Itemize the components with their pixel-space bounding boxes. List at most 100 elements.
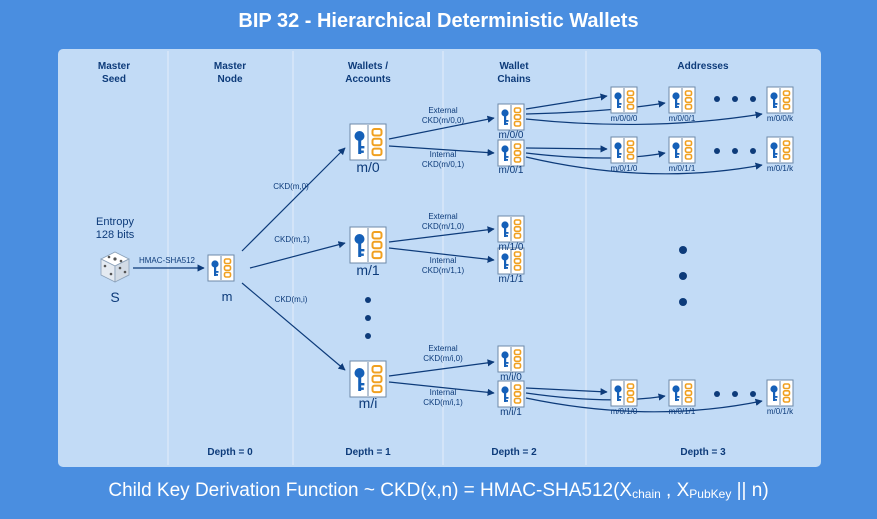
dice-icon <box>100 251 130 283</box>
formula-mid: , X <box>660 480 690 501</box>
m1-internal-label: Internal <box>430 256 457 265</box>
edge-m1-external <box>388 226 495 243</box>
ckd-formula: Child Key Derivation Function ~ CKD(x,n)… <box>0 480 877 502</box>
depth-1-label: Depth = 1 <box>345 447 391 458</box>
formula-main: Child Key Derivation Function ~ CKD(x,n)… <box>108 480 633 501</box>
mi-internal-label: Internal <box>430 388 457 397</box>
column-header-master-node-2: Node <box>218 74 243 85</box>
formula-sub-pubkey: PubKey <box>689 487 732 501</box>
formula-end: || n) <box>731 480 769 501</box>
edge-mi1-addrk <box>525 397 763 413</box>
edge-m00-addrk <box>525 111 763 126</box>
depth-3-label: Depth = 3 <box>680 447 726 458</box>
chain-m00-label: m/0/0 <box>498 130 523 141</box>
account-mi-key-icon <box>349 360 387 398</box>
chain-mi0-key-icon <box>497 345 525 373</box>
account-m1-label: m/1 <box>356 262 380 278</box>
address-1-k-key-icon <box>766 86 794 114</box>
mi-internal-ckd: CKD(m/i,1) <box>423 398 463 407</box>
entropy-bits-label: 128 bits <box>96 229 135 241</box>
address-ellipsis-row3 <box>714 391 756 397</box>
address-3-k-label: m/0/1/k <box>767 407 794 416</box>
column-separators <box>167 51 587 465</box>
column-header-master-node-1: Master <box>214 61 246 72</box>
chain-mi1-key-icon <box>497 380 525 408</box>
account-m0-key-icon <box>349 123 387 161</box>
edge-master-m1 <box>249 241 346 269</box>
m1-internal-ckd: CKD(m/1,1) <box>422 266 465 275</box>
edge-m0-internal <box>388 145 495 157</box>
edge-mi1-addr1 <box>525 392 666 401</box>
address-1-0-key-icon <box>610 86 638 114</box>
address-2-0-key-icon <box>610 136 638 164</box>
account-m1-key-icon <box>349 226 387 264</box>
account-ellipsis <box>365 297 371 339</box>
edge-m01-addrk <box>525 156 763 175</box>
address-1-1-label: m/0/0/1 <box>669 114 696 123</box>
address-2-k-key-icon <box>766 136 794 164</box>
m0-external-label: External <box>428 106 458 115</box>
chain-m10-label: m/1/0 <box>498 242 523 253</box>
entropy-label: Entropy <box>96 216 134 228</box>
edge-mi1-addr0 <box>525 387 608 396</box>
chain-mi0-label: m/i/0 <box>500 372 522 383</box>
ckd-mi-label: CKD(m,i) <box>275 295 308 304</box>
m0-internal-ckd: CKD(m/0,1) <box>422 160 465 169</box>
address-ellipsis-row2 <box>714 148 756 154</box>
chain-m10-key-icon <box>497 215 525 243</box>
chain-m01-label: m/0/1 <box>498 165 523 176</box>
address-1-1-key-icon <box>668 86 696 114</box>
address-2-1-label: m/0/1/1 <box>669 164 696 173</box>
chain-mi1-label: m/i/1 <box>500 407 522 418</box>
m1-external-label: External <box>428 212 458 221</box>
address-2-1-key-icon <box>668 136 696 164</box>
address-1-k-label: m/0/0/k <box>767 114 794 123</box>
ckd-m1-label: CKD(m,1) <box>274 235 310 244</box>
edge-m01-addr0 <box>525 145 608 153</box>
column-header-wallets-2: Accounts <box>345 74 391 85</box>
chain-m00-key-icon <box>497 103 525 131</box>
m0-external-ckd: CKD(m/0,0) <box>422 116 465 125</box>
column-header-master-seed-2: Seed <box>102 74 126 85</box>
edge-mi-internal <box>388 381 495 396</box>
address-ellipsis-row1 <box>714 96 756 102</box>
master-node-label: m <box>222 289 233 304</box>
column-header-chains-1: Wallet <box>499 61 529 72</box>
mi-external-label: External <box>428 344 458 353</box>
account-m0-label: m/0 <box>356 159 380 175</box>
page-title: BIP 32 - Hierarchical Deterministic Wall… <box>238 10 639 32</box>
address-3-0-key-icon <box>610 379 638 407</box>
address-2-k-label: m/0/1/k <box>767 164 794 173</box>
column-header-chains-2: Chains <box>497 74 531 85</box>
edge-master-mi <box>241 282 346 371</box>
address-3-k-key-icon <box>766 379 794 407</box>
edge-m00-addr0 <box>525 93 608 110</box>
address-3-1-label: m/0/1/1 <box>669 407 696 416</box>
address-ellipsis-vertical <box>679 246 687 306</box>
column-header-wallets-1: Wallets / <box>348 61 388 72</box>
depth-2-label: Depth = 2 <box>491 447 537 458</box>
edge-m00-addr1 <box>525 100 666 115</box>
chain-m11-label: m/1/1 <box>498 274 523 285</box>
formula-sub-chain: chain <box>632 487 661 501</box>
edge-master-m0 <box>241 147 346 252</box>
master-node-key-icon <box>207 254 235 282</box>
column-header-addresses: Addresses <box>677 61 729 72</box>
m1-external-ckd: CKD(m/1,0) <box>422 222 465 231</box>
address-3-0-label: m/0/1/0 <box>611 407 638 416</box>
chain-m01-key-icon <box>497 139 525 167</box>
ckd-m0-label: CKD(m,0) <box>273 182 309 191</box>
account-mi-label: m/i <box>359 395 378 411</box>
address-1-0-label: m/0/0/0 <box>611 114 638 123</box>
edge-m1-internal <box>388 247 495 263</box>
mi-external-ckd: CKD(m/i,0) <box>423 354 463 363</box>
edge-m0-external <box>388 115 495 140</box>
m0-internal-label: Internal <box>430 150 457 159</box>
edge-mi-external <box>388 359 495 377</box>
seed-label: S <box>110 289 119 305</box>
address-3-1-key-icon <box>668 379 696 407</box>
edge-m01-addr1 <box>525 150 666 159</box>
column-header-master-seed-1: Master <box>98 61 130 72</box>
hmac-label: HMAC-SHA512 <box>139 256 196 265</box>
